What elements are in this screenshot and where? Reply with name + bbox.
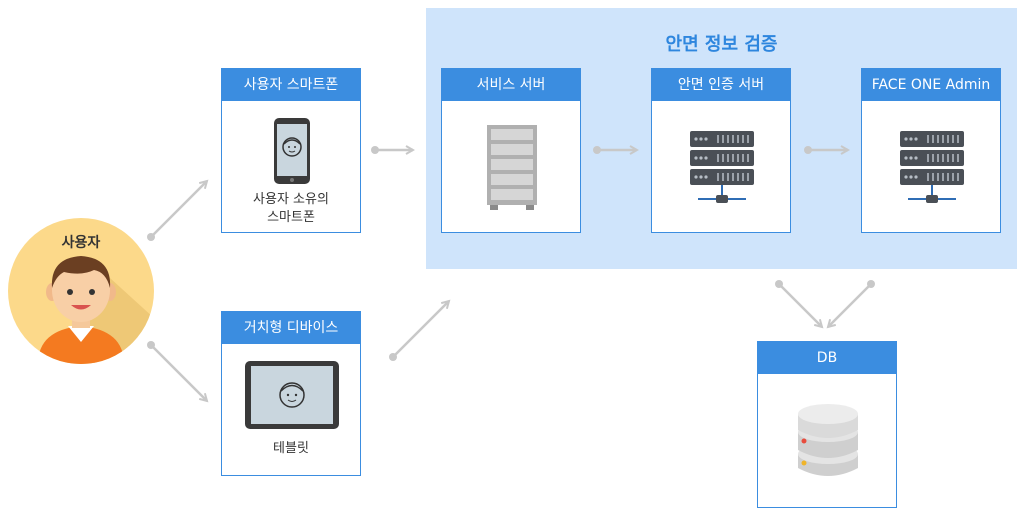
arrow-region-to-db-right	[828, 280, 875, 327]
arrow-user-to-fixed-device	[147, 341, 207, 401]
network-server-icon	[690, 131, 754, 203]
user-avatar	[8, 218, 154, 364]
smartphone-caption-line2: 스마트폰	[267, 210, 315, 225]
arrow-face-auth-to-admin	[804, 146, 848, 154]
smartphone-caption-line1: 사용자 소유의	[253, 192, 329, 207]
smartphone-face-icon	[274, 118, 310, 184]
arrow-fixed-device-to-region	[389, 301, 449, 361]
person-avatar-icon	[38, 256, 154, 364]
db-card-title: DB	[758, 342, 896, 374]
arrow-service-to-face-auth	[593, 146, 637, 154]
smartphone-card: 사용자 스마트폰 사용자 소유의 스마트폰	[221, 68, 361, 233]
service-server-card: 서비스 서버	[441, 68, 581, 233]
arrow-user-to-smartphone	[147, 181, 207, 241]
db-card: DB	[757, 341, 897, 508]
smartphone-card-title: 사용자 스마트폰	[222, 69, 360, 101]
face-auth-server-card: 안면 인증 서버	[651, 68, 791, 233]
fixed-device-card-title: 거치형 디바이스	[222, 312, 360, 344]
arrow-region-to-db-left	[775, 280, 822, 327]
fixed-device-card: 거치형 디바이스 테블릿	[221, 311, 361, 476]
fixed-device-caption: 테블릿	[273, 441, 309, 456]
face-one-admin-card: FACE ONE Admin	[861, 68, 1001, 233]
arrow-smartphone-to-region	[371, 146, 413, 154]
user-label: 사용자	[61, 235, 101, 251]
network-server-icon	[900, 131, 964, 203]
face-auth-server-card-title: 안면 인증 서버	[652, 69, 790, 101]
database-icon	[798, 404, 858, 476]
tablet-face-icon	[245, 361, 339, 429]
face-one-admin-card-title: FACE ONE Admin	[862, 69, 1000, 101]
server-rack-icon	[487, 125, 537, 210]
region-title: 안면 정보 검증	[665, 34, 778, 55]
service-server-card-title: 서비스 서버	[442, 69, 580, 101]
